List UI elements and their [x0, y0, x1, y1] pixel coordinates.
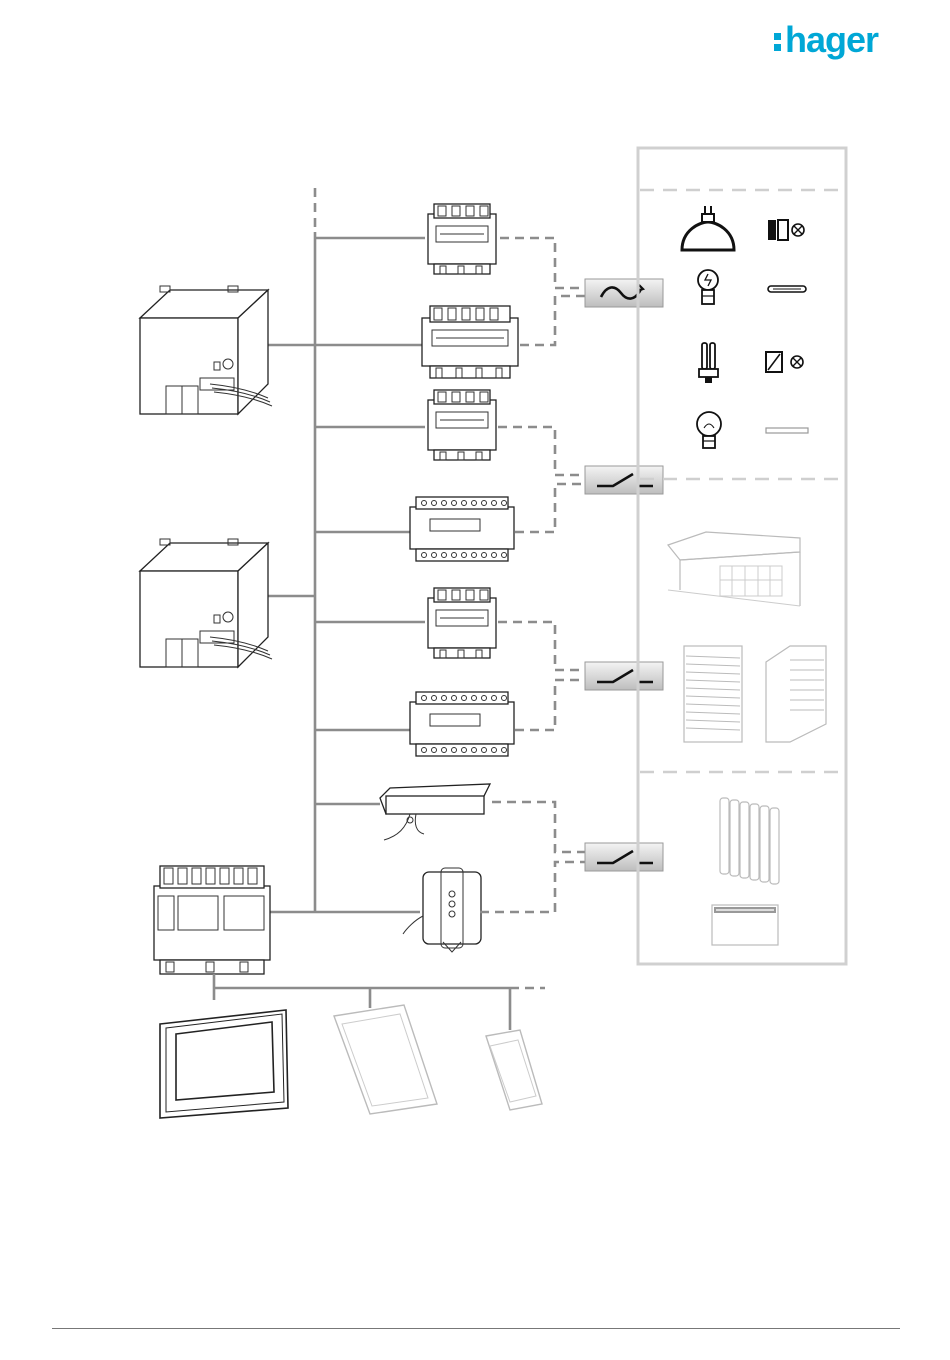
switch-symbol-3: [585, 843, 663, 871]
switch-symbol-2: [585, 662, 663, 690]
transformer-lamp-icon: [768, 220, 804, 240]
switch-actuator-2-icon: [410, 497, 514, 561]
shutter-actuator-2-icon: [410, 692, 514, 756]
shutter-actuator-1-icon: [428, 588, 496, 658]
dimmer-module-2-icon: [422, 306, 518, 378]
smartphone-icon: [486, 1030, 542, 1110]
compact-fluorescent-lamp-icon: [699, 343, 718, 383]
controller-server-icon: [154, 866, 270, 974]
dimmer-module-1-icon: [428, 204, 496, 274]
light-bulb-icon: [697, 412, 721, 448]
dimmer-symbol: [585, 279, 663, 307]
linear-lamp-icon: [766, 428, 808, 433]
roller-shutter-icon: [766, 646, 826, 742]
radiator-icon: [720, 798, 779, 884]
venetian-blind-icon: [684, 646, 742, 742]
awning-icon: [668, 532, 800, 606]
wall-box-bottom-icon: [140, 539, 272, 667]
heating-actuator-strip-icon: [380, 784, 490, 840]
wall-touch-panel-icon: [160, 1010, 288, 1118]
footer-rule: [52, 1328, 900, 1329]
halogen-lamp-icon: [682, 206, 734, 250]
switch-actuator-1-icon: [428, 390, 496, 460]
convector-heater-icon: [712, 905, 778, 945]
tablet-icon: [334, 1005, 437, 1114]
electronic-transformer-lamp-icon: [766, 352, 803, 372]
wall-box-top-icon: [140, 286, 272, 414]
incandescent-dimmable-lamp-icon: [698, 270, 718, 304]
valve-actuator-icon: [403, 868, 481, 952]
fluorescent-tube-icon: [768, 286, 806, 292]
